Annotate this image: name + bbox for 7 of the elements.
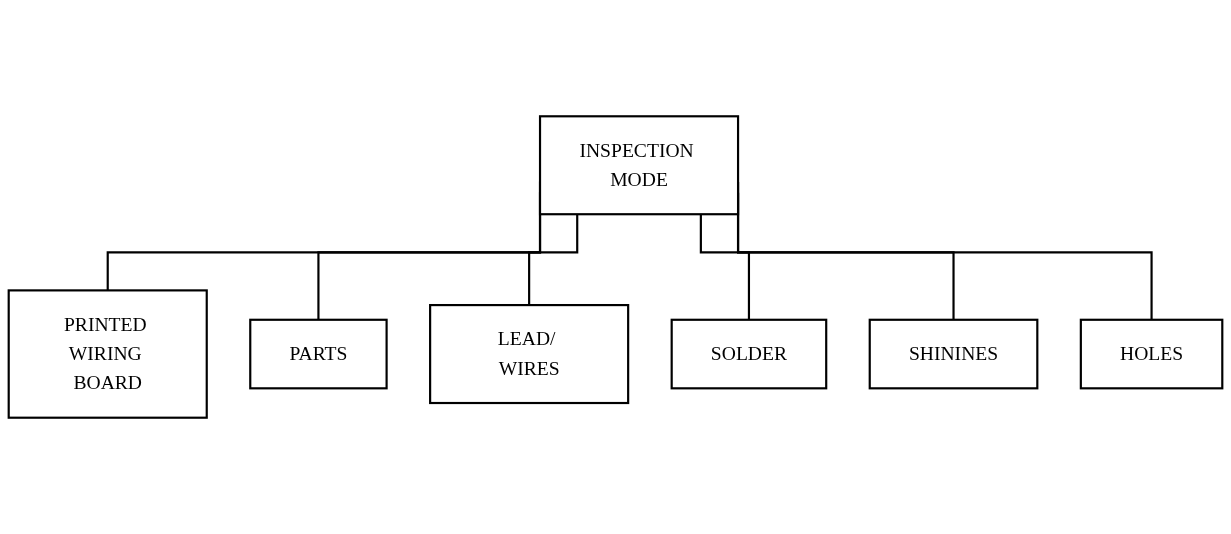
node-box: SHININES bbox=[868, 318, 1039, 390]
node-box: LEAD/ WIRES bbox=[429, 304, 630, 405]
node-box: INSPECTION MODE bbox=[538, 115, 740, 216]
node-box: PARTS bbox=[249, 318, 388, 390]
node-box: SOLDER bbox=[670, 318, 828, 390]
node-box: HOLES bbox=[1079, 318, 1224, 390]
node-box: PRINTED WIRING BOARD bbox=[7, 289, 208, 419]
